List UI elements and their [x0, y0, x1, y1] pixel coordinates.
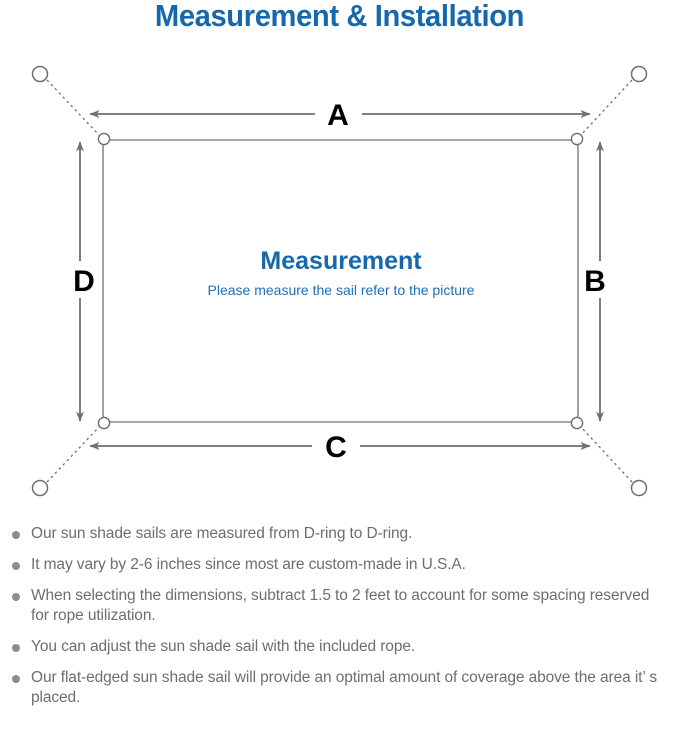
list-item: Our flat-edged sun shade sail will provi…: [0, 668, 679, 708]
dimension-label-left: D: [73, 265, 95, 298]
bullet-icon: [12, 675, 20, 683]
list-item: When selecting the dimensions, subtract …: [0, 586, 679, 626]
note-text: When selecting the dimensions, subtract …: [31, 587, 650, 624]
rope-line-bottom-right: [579, 425, 633, 483]
anchor-ring-top-left: [31, 65, 49, 83]
note-text: You can adjust the sun shade sail with t…: [31, 638, 416, 655]
bullet-icon: [12, 644, 20, 652]
anchor-rings: [31, 65, 648, 497]
list-item: It may vary by 2-6 inches since most are…: [0, 555, 679, 575]
dimension-label-bottom: C: [325, 431, 347, 464]
list-item: Our sun shade sails are measured from D-…: [0, 524, 679, 544]
d-ring-bottom-right: [570, 416, 584, 430]
rope-line-top-right: [579, 79, 633, 137]
sail-rectangle: [102, 139, 579, 423]
notes-list: Our sun shade sails are measured from D-…: [0, 524, 679, 719]
d-ring-top-right: [570, 132, 584, 146]
anchor-ring-top-right: [630, 65, 648, 83]
rope-line-bottom-left: [46, 425, 101, 483]
dimension-label-right: B: [584, 265, 606, 298]
diagram-center-title: Measurement: [260, 247, 422, 275]
list-item: You can adjust the sun shade sail with t…: [0, 637, 679, 657]
dimension-label-top: A: [327, 99, 349, 132]
note-text: Our flat-edged sun shade sail will provi…: [31, 669, 657, 706]
anchor-ring-bottom-right: [630, 479, 648, 497]
rope-lines: [46, 79, 633, 483]
bullet-icon: [12, 562, 20, 570]
rope-line-top-left: [46, 79, 101, 137]
measurement-diagram: A C D B Measurement Please measure the s…: [0, 46, 679, 516]
bullet-icon: [12, 531, 20, 539]
d-ring-top-left: [97, 132, 111, 146]
bullet-icon: [12, 593, 20, 601]
note-text: Our sun shade sails are measured from D-…: [31, 525, 413, 542]
sail-d-rings: [97, 132, 584, 430]
note-text: It may vary by 2-6 inches since most are…: [31, 556, 466, 573]
diagram-center-subtitle: Please measure the sail refer to the pic…: [208, 282, 475, 298]
page-title: Measurement & Installation: [154, 0, 525, 33]
anchor-ring-bottom-left: [31, 479, 49, 497]
d-ring-bottom-left: [97, 416, 111, 430]
